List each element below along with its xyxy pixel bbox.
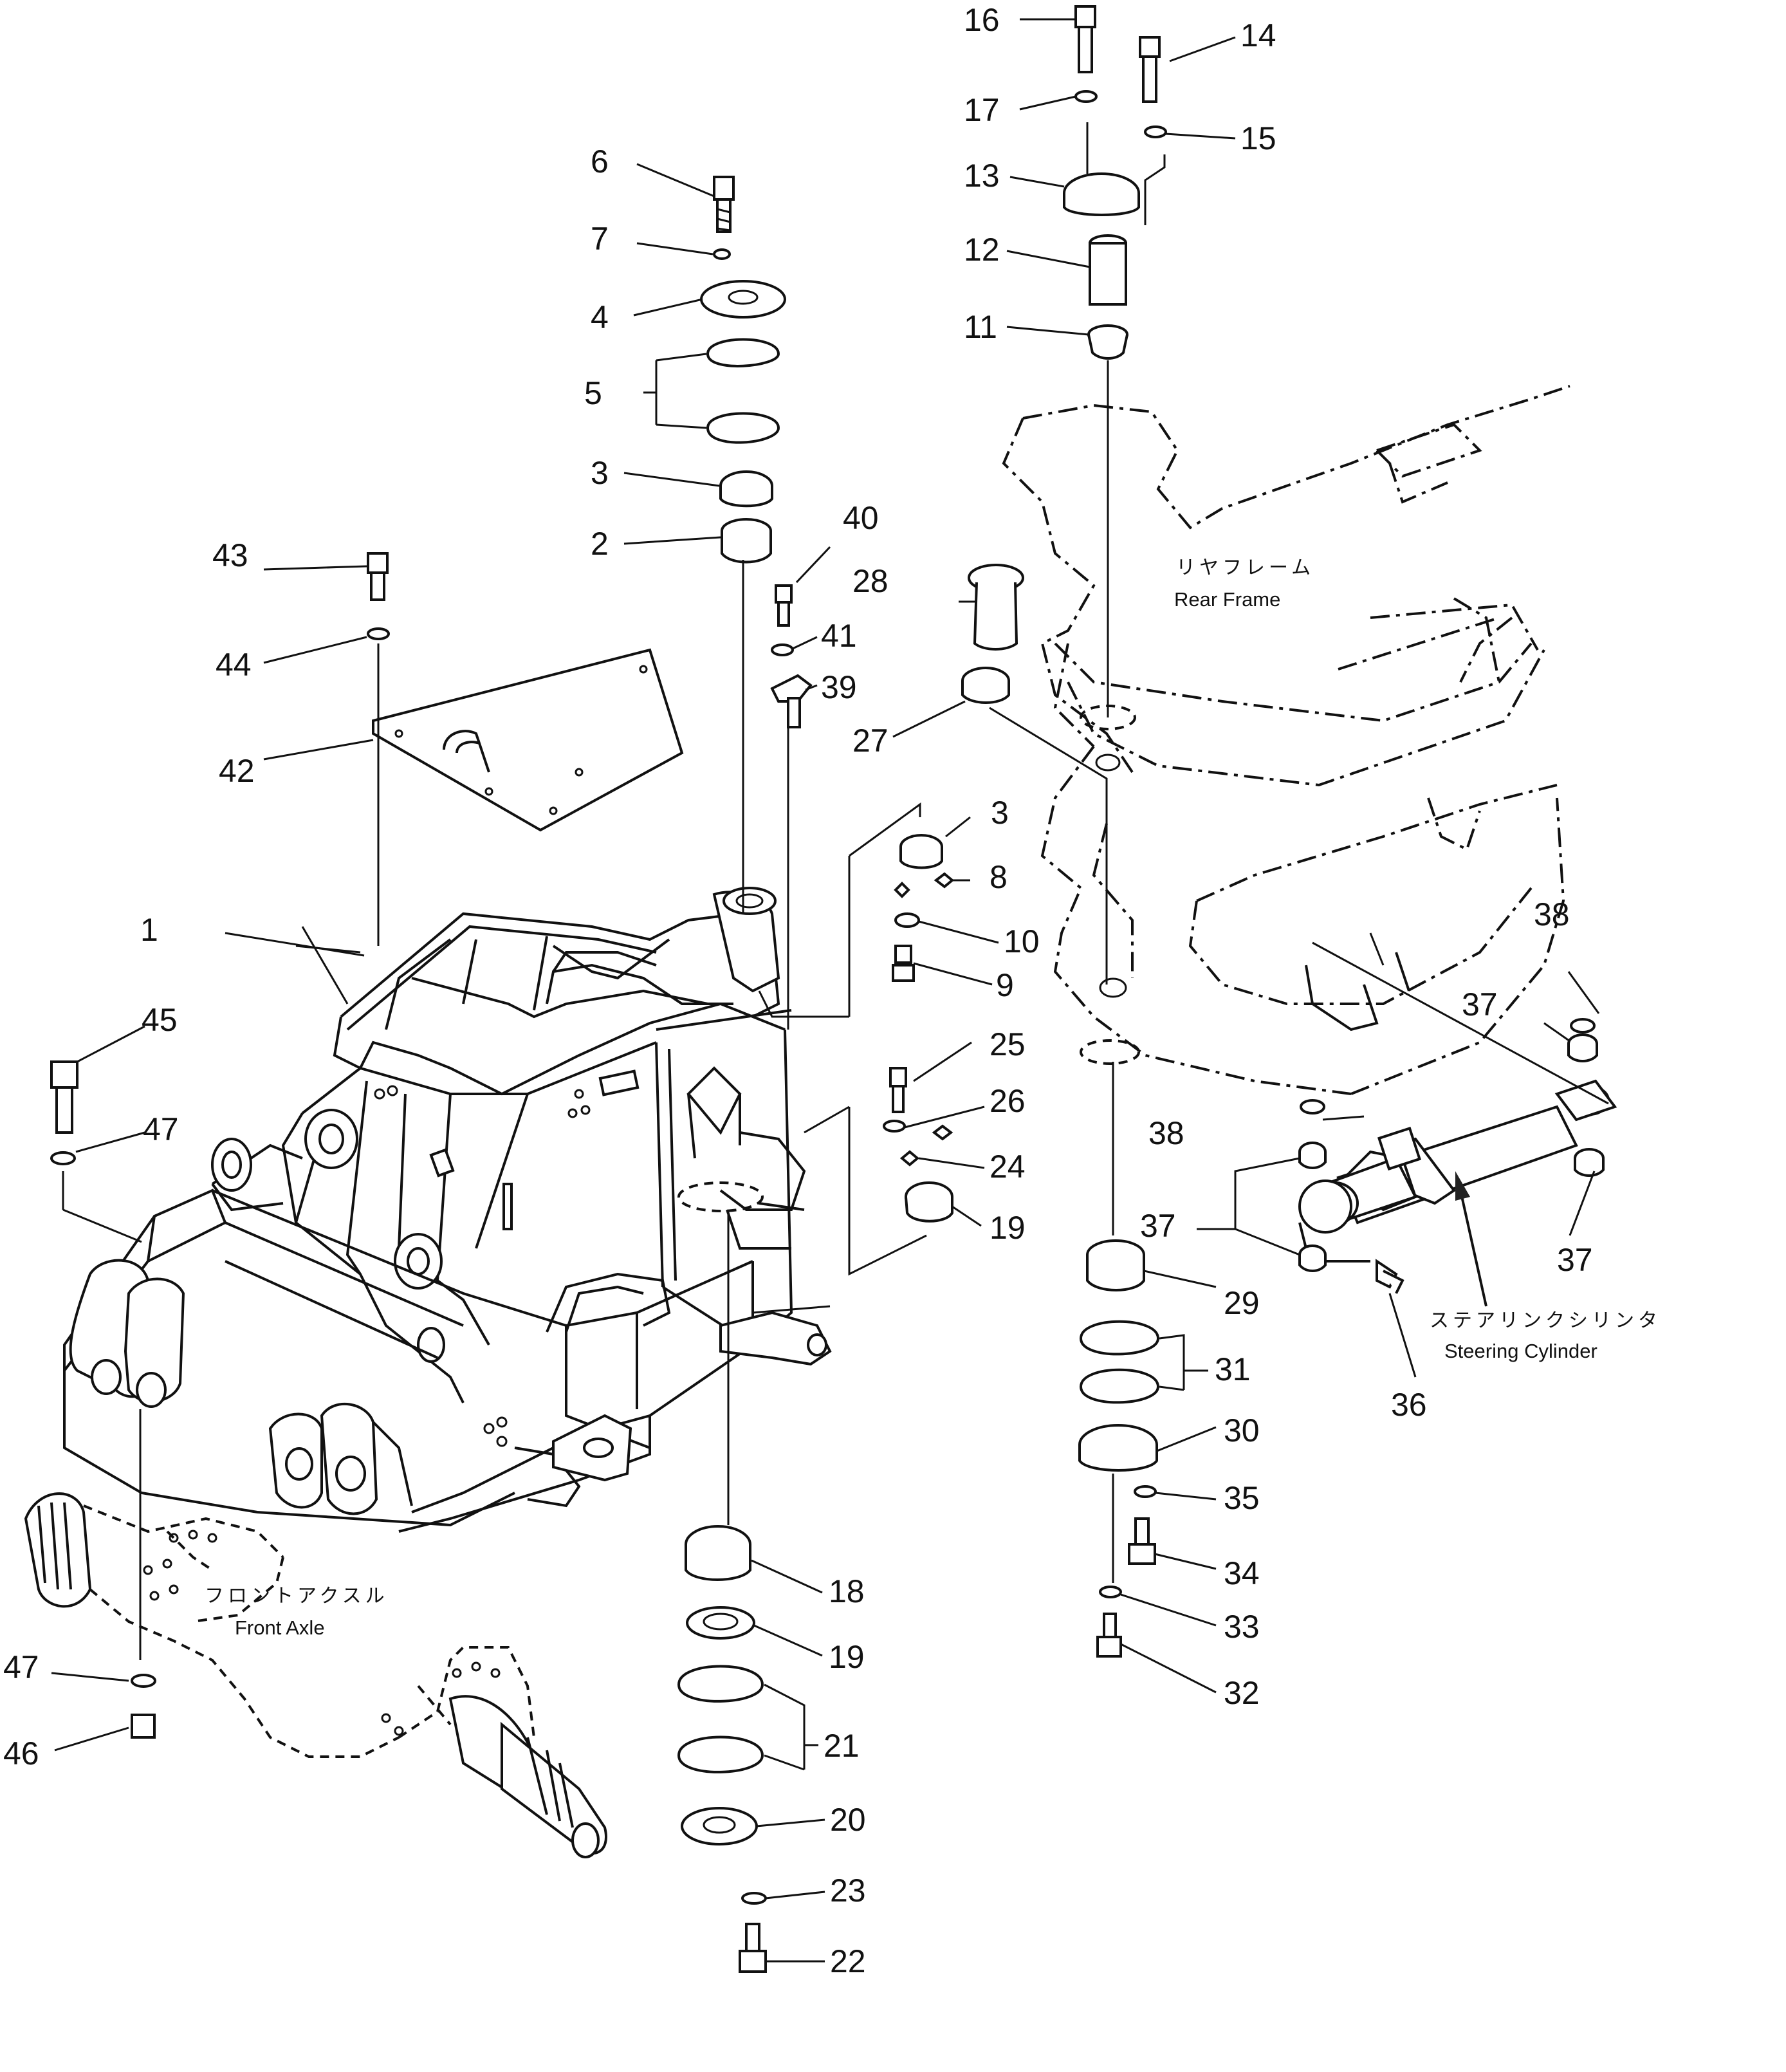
callout-35: 35 [1224, 1480, 1260, 1516]
callout-45: 45 [142, 1002, 178, 1038]
callout-37-top: 37 [1462, 986, 1498, 1022]
callout-46: 46 [3, 1735, 39, 1771]
callout-17: 17 [964, 92, 1000, 128]
callout-39: 39 [821, 669, 857, 705]
callout-13: 13 [964, 158, 1000, 194]
callout-10: 10 [1004, 923, 1040, 959]
callout-27: 27 [852, 723, 888, 759]
callout-44: 44 [216, 647, 252, 683]
callout-31: 31 [1215, 1351, 1251, 1387]
callout-2: 2 [591, 526, 609, 562]
callout-38-top: 38 [1534, 896, 1570, 932]
callout-37-mid: 37 [1140, 1208, 1176, 1244]
steering-cylinder-label-en: Steering Cylinder [1444, 1340, 1597, 1362]
callout-42: 42 [219, 753, 255, 789]
callout-32: 32 [1224, 1675, 1260, 1711]
steering-cylinder-drawing [1298, 1079, 1617, 1307]
callout-21: 21 [824, 1728, 860, 1764]
callout-9: 9 [996, 967, 1014, 1003]
callout-1: 1 [140, 912, 158, 948]
front-axle-label-jp: フロントアクスル [205, 1585, 389, 1607]
rear-frame-label-en: Rear Frame [1174, 588, 1280, 611]
callout-38-mid: 38 [1148, 1115, 1184, 1151]
assembly-captions: リヤフレーム Rear Frame ステアリンクシリンタ Steering Cy… [205, 557, 1661, 1639]
steering-cylinder-label-jp: ステアリンクシリンタ [1430, 1309, 1661, 1332]
callout-34: 34 [1224, 1555, 1260, 1591]
callout-22: 22 [830, 1943, 866, 1979]
callout-8: 8 [990, 859, 1008, 895]
part-glyphs [50, 5, 1605, 1973]
callout-15: 15 [1240, 120, 1276, 156]
front-axle-label-en: Front Axle [235, 1616, 325, 1639]
callout-14: 14 [1240, 17, 1276, 53]
callout-47-bottom: 47 [3, 1649, 39, 1685]
callout-40: 40 [843, 500, 879, 536]
callout-5: 5 [584, 375, 602, 411]
callout-18: 18 [829, 1573, 865, 1609]
callout-20: 20 [830, 1802, 866, 1838]
callout-43: 43 [212, 537, 248, 573]
callout-numbers: 1 2 3 4 5 6 7 16 14 17 15 13 12 11 40 28… [3, 2, 1593, 1979]
callout-12: 12 [964, 232, 1000, 268]
rear-frame-label-jp: リヤフレーム [1176, 557, 1314, 579]
callout-41: 41 [821, 618, 857, 654]
callout-23: 23 [830, 1873, 866, 1909]
callout-25: 25 [990, 1026, 1026, 1062]
callout-33: 33 [1224, 1609, 1260, 1645]
callout-6: 6 [591, 143, 609, 180]
front-axle-drawing [24, 1492, 607, 1858]
callout-3-lower: 3 [991, 795, 1009, 831]
callout-29: 29 [1224, 1285, 1260, 1321]
callout-47-top: 47 [143, 1111, 179, 1147]
callout-19-upper: 19 [990, 1210, 1026, 1246]
callout-3: 3 [591, 455, 609, 491]
callout-11: 11 [964, 309, 997, 345]
callout-7: 7 [591, 221, 609, 257]
callout-36: 36 [1391, 1387, 1427, 1423]
callout-24: 24 [990, 1149, 1026, 1185]
callout-30: 30 [1224, 1412, 1260, 1448]
callout-16: 16 [964, 2, 1000, 38]
leader-lines [51, 18, 1609, 1963]
callout-19-lower: 19 [829, 1639, 865, 1675]
callout-26: 26 [990, 1083, 1026, 1119]
callout-4: 4 [591, 299, 609, 335]
rear-frame-drawing [1002, 385, 1570, 1095]
front-frame-drawing [63, 887, 832, 1533]
callout-28: 28 [852, 563, 888, 599]
callout-37-right: 37 [1557, 1242, 1593, 1278]
